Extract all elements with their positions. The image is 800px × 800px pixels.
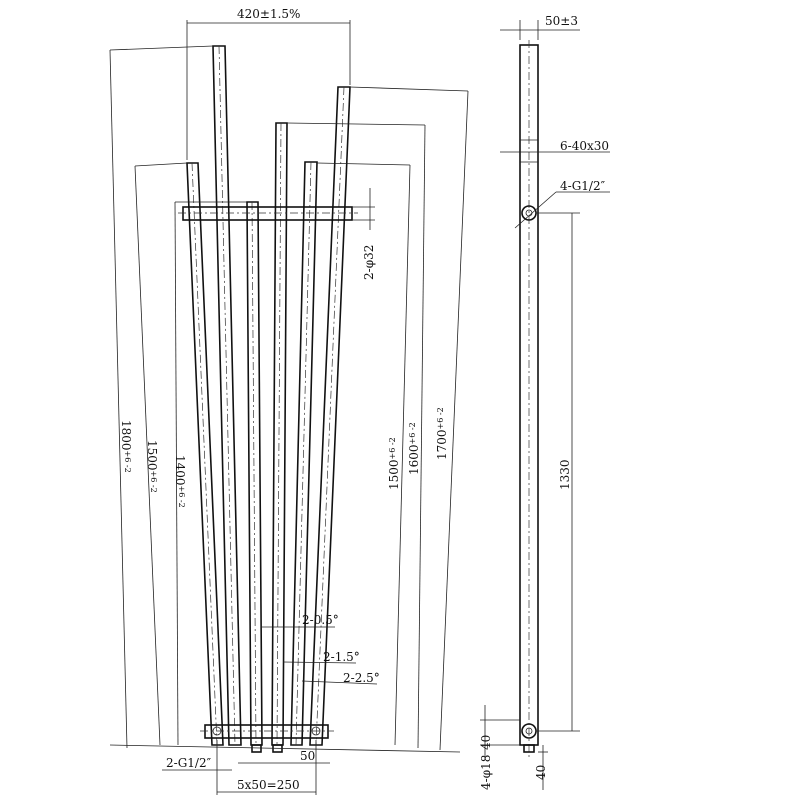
tube-4 — [271, 122, 288, 746]
rail-diameter: 2-φ32 — [362, 245, 376, 280]
height-1600: 1600+6 -2 — [407, 422, 421, 475]
height-1500-right: 1500+6 -2 — [387, 437, 401, 490]
bottom-offset: 40 — [479, 735, 493, 750]
width-dimension: 420±1.5% — [237, 7, 300, 21]
tube-size-label: 6-40x30 — [560, 139, 609, 153]
inlet-label: 2-G1/2″ — [166, 756, 212, 770]
tube-3 — [246, 201, 263, 746]
height-1400: 1400+6 -2 — [173, 455, 187, 508]
depth-dimension: 50±3 — [545, 14, 578, 28]
top-rail — [182, 206, 353, 221]
center-distance: 1330 — [558, 459, 572, 490]
tube-2 — [212, 45, 242, 746]
front-dimensions: 420±1.5% 2-φ32 1800+6 -2 1500+6 -2 1400+… — [109, 7, 469, 795]
height-1800: 1800+6 -2 — [119, 420, 133, 473]
foot-label: 40 — [534, 765, 548, 780]
tube-5 — [290, 161, 318, 746]
hole-label: 4-φ18 — [479, 755, 493, 790]
pitch-label: 50 — [300, 749, 315, 763]
height-1700: 1700+6 -2 — [435, 407, 449, 460]
angle-1-5: 2-1.5° — [323, 650, 360, 664]
connector-label: 4-G1/2″ — [560, 179, 606, 193]
front-view-tubes — [178, 45, 358, 753]
angle-2-5: 2-2.5° — [343, 671, 380, 685]
height-1500-left: 1500+6 -2 — [145, 440, 159, 493]
spacing-label: 5x50=250 — [237, 778, 300, 792]
tube-6 — [309, 86, 351, 746]
angle-0-5: 2-0.5° — [302, 613, 339, 627]
tube-1 — [186, 162, 224, 746]
side-view: 50±3 6-40x30 4-G1/2″ 1330 40 4-φ18 40 — [479, 14, 610, 790]
bottom-rail — [204, 724, 329, 739]
